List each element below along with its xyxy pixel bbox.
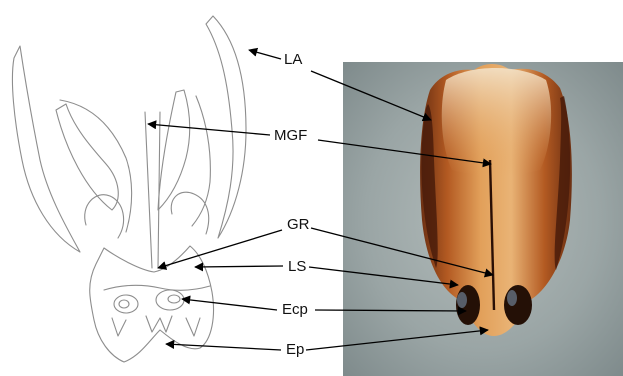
specimen-photo: [343, 62, 623, 376]
center-tooth-sketch: [146, 316, 172, 332]
annotation-labels: LA MGF GR LS Ecp Ep: [274, 51, 310, 358]
label-ep: Ep: [286, 341, 304, 358]
specimen-right-lower-lobe: [504, 285, 532, 325]
arrow-la-left: [249, 50, 281, 59]
label-gr: GR: [287, 216, 310, 233]
arrow-mgf-left: [148, 124, 270, 135]
right-body-sketch: [171, 192, 208, 234]
specimen-right-highlight: [507, 290, 517, 306]
left-ecp-inner-sketch: [119, 300, 129, 308]
label-ecp: Ecp: [282, 301, 308, 318]
line-drawing: [12, 16, 246, 362]
arrow-ls-left: [195, 266, 283, 267]
right-outer-lobe-sketch: [206, 16, 246, 238]
left-tooth-sketch: [112, 318, 126, 336]
left-body-sketch: [85, 195, 124, 238]
right-ecp-inner-sketch: [168, 295, 180, 303]
median-rod-sketch: [145, 112, 152, 268]
specimen-left-highlight: [457, 292, 467, 308]
left-inner-lobe-sketch: [56, 104, 118, 210]
label-la: LA: [284, 51, 302, 68]
label-ls: LS: [288, 258, 306, 275]
label-mgf: MGF: [274, 127, 307, 144]
right-fold-sketch: [192, 96, 210, 226]
arrow-ecp-left: [182, 299, 277, 310]
left-fold-sketch: [60, 100, 132, 232]
arrow-ep-left: [166, 344, 281, 350]
left-outer-lobe-sketch: [12, 46, 80, 252]
left-ecp-sketch: [114, 295, 138, 313]
lower-rim-sketch: [104, 285, 210, 290]
right-tooth-sketch: [186, 318, 200, 336]
